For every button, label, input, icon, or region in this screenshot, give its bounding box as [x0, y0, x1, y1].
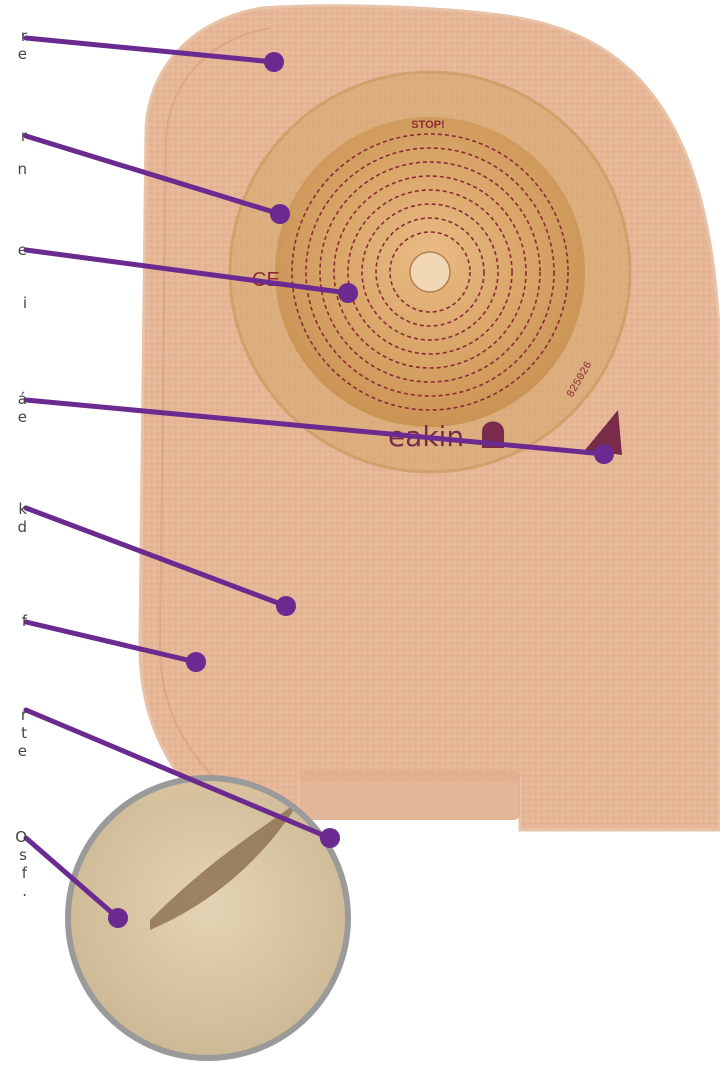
callout-dot-2: [270, 204, 290, 224]
callout-dot-1: [264, 52, 284, 72]
label-fragment-9: r t e: [18, 706, 27, 760]
label-fragment-6: á e: [18, 390, 27, 426]
plate-stop-label: STOP!: [411, 119, 444, 131]
callout-dot-5: [276, 596, 296, 616]
label-fragment-2: r: [21, 127, 27, 145]
label-fragment-5: i: [23, 294, 27, 312]
stoma-starter-hole: [410, 252, 450, 292]
label-fragment-8: f: [22, 612, 27, 630]
pouch-outlet: [300, 770, 520, 820]
label-fragment-10: O s f .: [15, 828, 27, 900]
callout-dot-6: [186, 652, 206, 672]
callout-dot-7: [320, 828, 340, 848]
label-fragment-7: k d: [17, 500, 27, 536]
callout-dot-4: [594, 444, 614, 464]
label-fragment-1: r e: [18, 27, 27, 63]
label-fragment-4: e: [18, 241, 27, 259]
label-fragment-3: n: [17, 160, 27, 178]
callout-dot-3: [338, 283, 358, 303]
callout-dot-8: [108, 908, 128, 928]
